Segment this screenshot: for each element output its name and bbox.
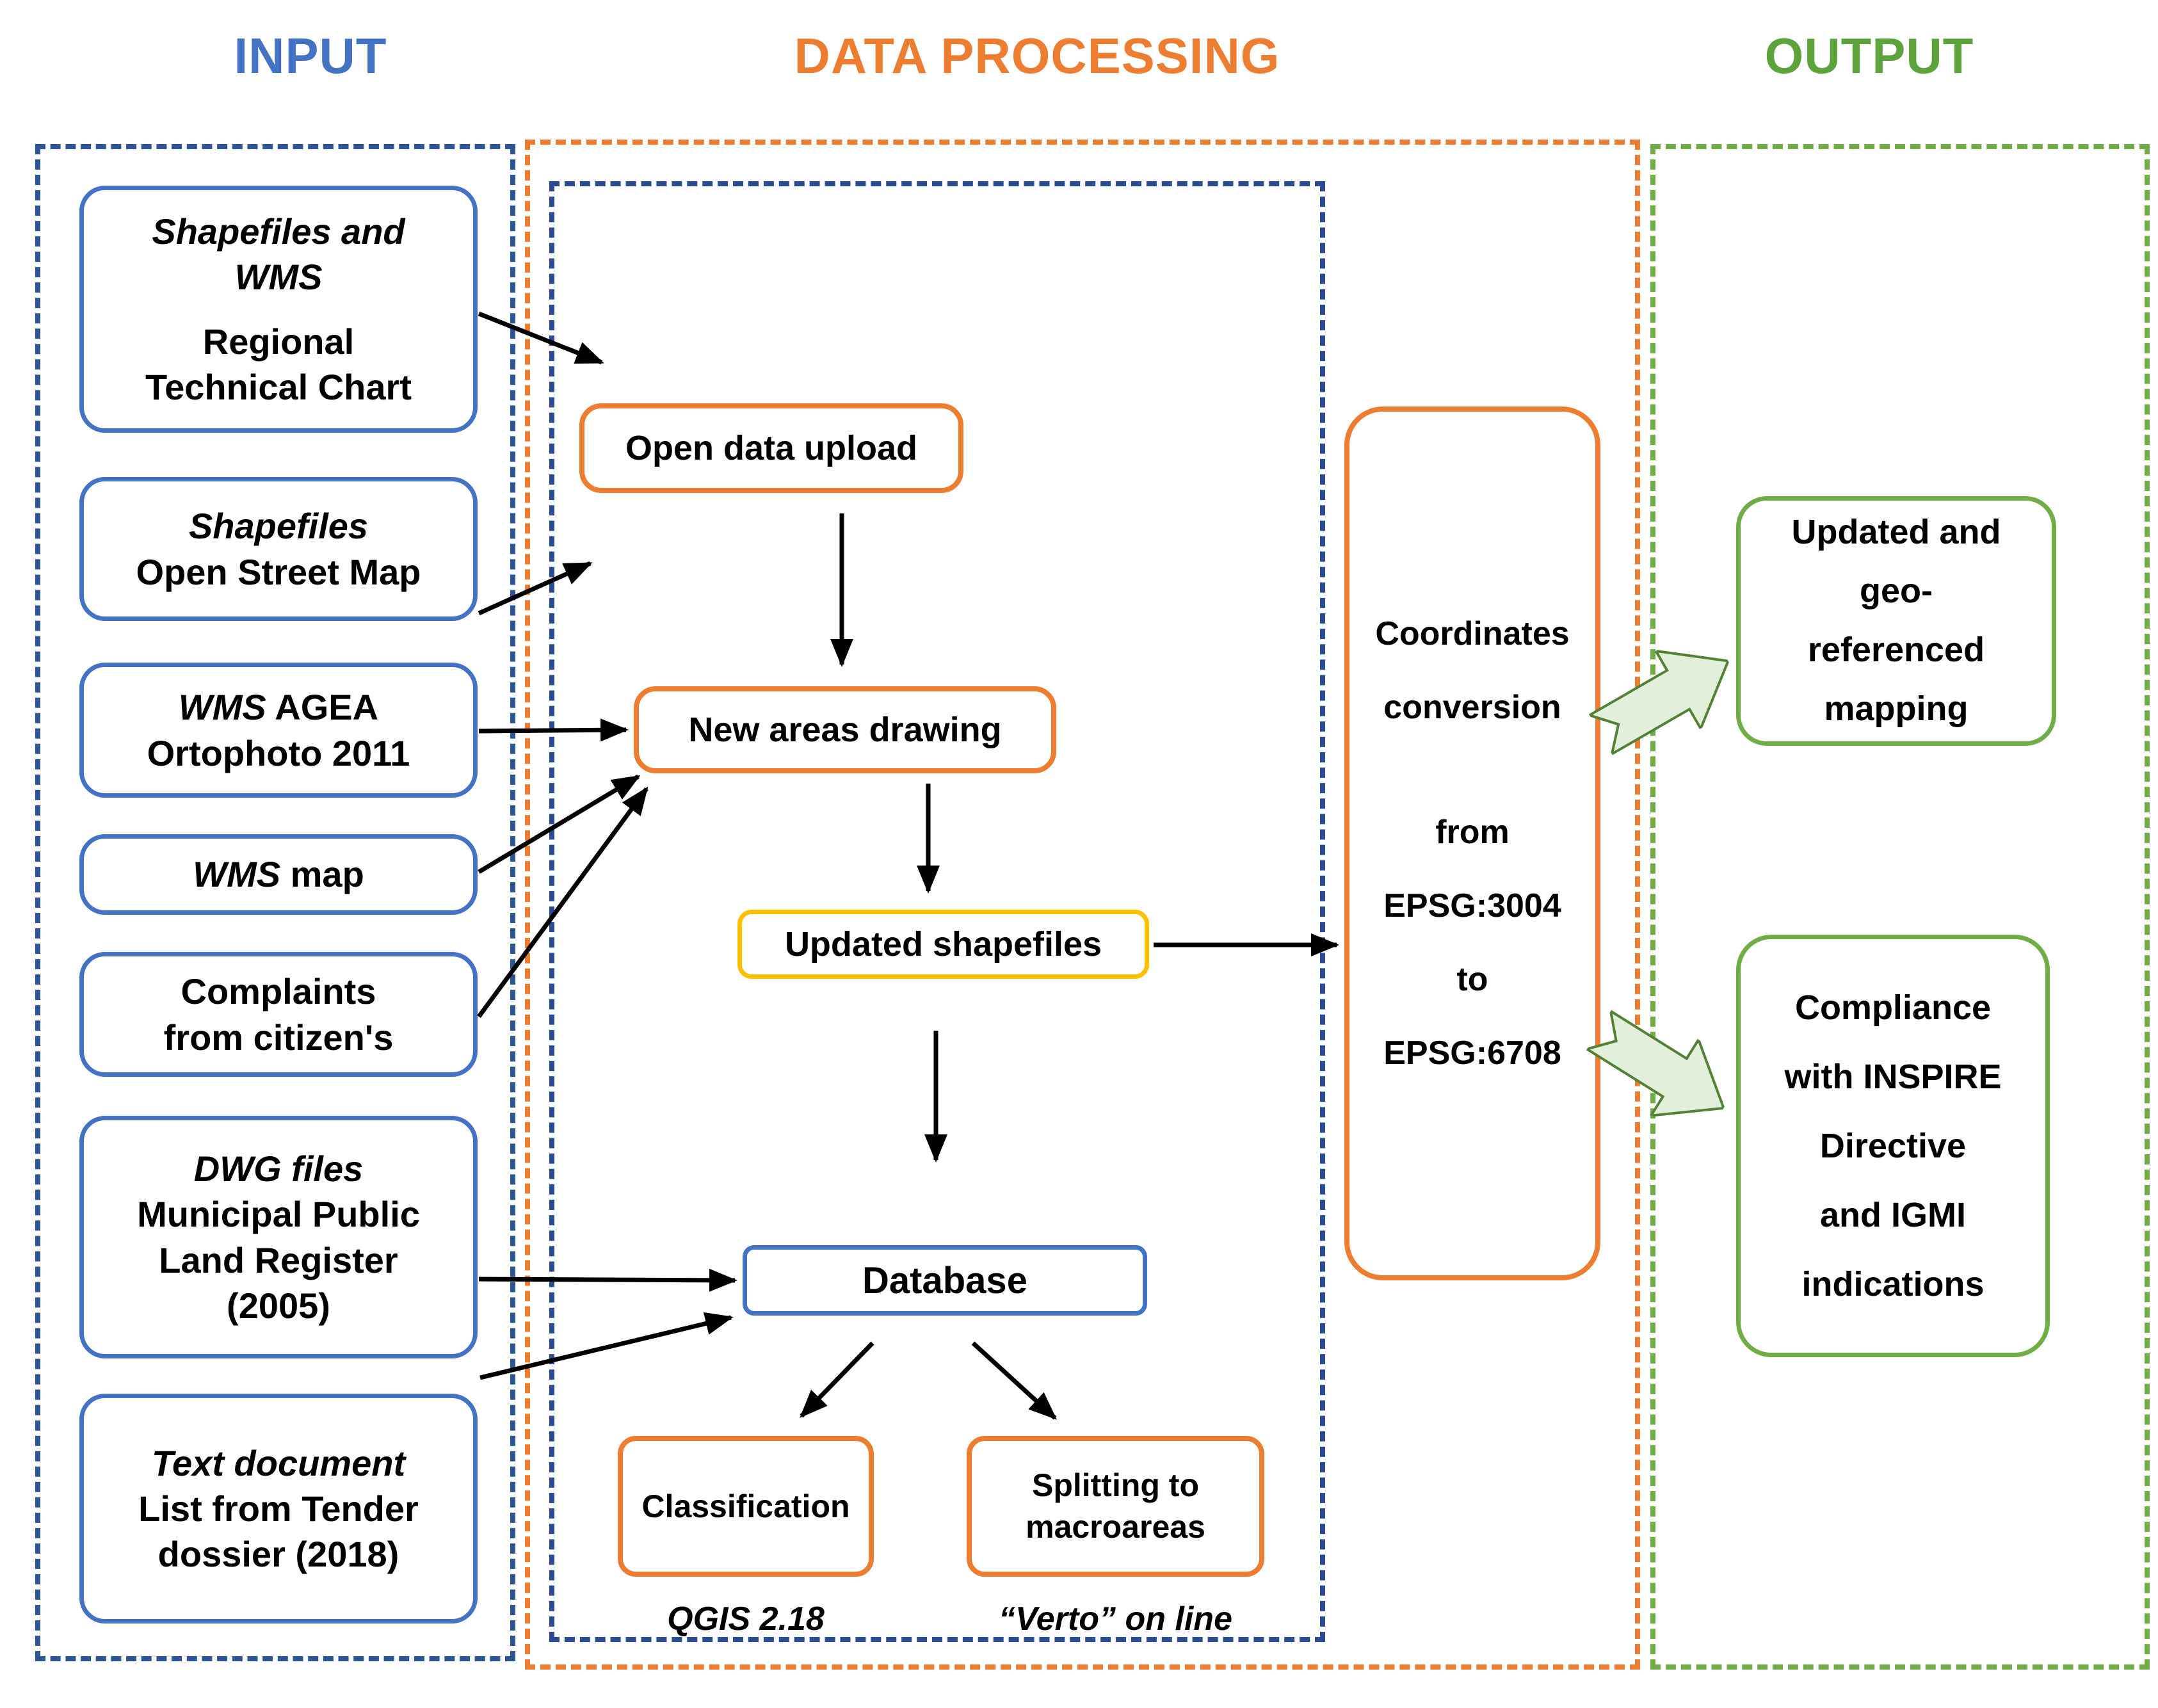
input-box-title: DWG files	[193, 1148, 364, 1189]
coordinates-conversion-lines: from EPSG:3004 to EPSG:6708	[1349, 796, 1595, 1090]
input-box-agea-ortophoto: WMS AGEA Ortophoto 2011	[79, 663, 478, 798]
input-box-regional-technical-chart: Shapefiles and WMS Regional Technical Ch…	[79, 186, 478, 433]
column-header-data-processing: DATA PROCESSING	[794, 28, 1280, 84]
process-box-label: Open data upload	[625, 428, 918, 467]
process-box-updated-shapefiles: Updated shapefiles	[737, 910, 1149, 979]
input-box-text-rest: map	[280, 854, 364, 895]
input-box-wms-map: WMS map	[79, 834, 478, 915]
input-box-text-rest: AGEA Ortophoto 2011	[147, 687, 410, 773]
process-box-classification: Classification	[618, 1436, 874, 1577]
output-region-border	[1650, 144, 2150, 1670]
coordinates-conversion-title: Coordinates conversion	[1375, 615, 1570, 726]
input-box-title: Text document	[151, 1442, 406, 1483]
input-box-text: Municipal Public Land Register (2005)	[137, 1194, 420, 1326]
input-box-text: List from Tender dossier (2018)	[138, 1488, 419, 1575]
output-box-inspire-compliance: Compliance with INSPIRE Directive and IG…	[1736, 935, 2050, 1357]
input-box-text: Regional Technical Chart	[145, 321, 412, 408]
input-box-text: WMS map	[193, 851, 364, 897]
process-box-label: Classification	[641, 1488, 850, 1524]
input-box-open-street-map: Shapefiles Open Street Map	[79, 477, 478, 621]
input-box-tender-dossier: Text document List from Tender dossier (…	[79, 1394, 478, 1623]
process-box-label: New areas drawing	[688, 710, 1002, 749]
process-box-splitting-macroareas: Splitting to macroareas	[967, 1436, 1264, 1577]
output-box-text: Compliance with INSPIRE Directive and IG…	[1784, 988, 2002, 1303]
output-box-georeferenced-mapping: Updated and geo- referenced mapping	[1736, 496, 2056, 746]
coordinates-conversion-box: Coordinates conversion from EPSG:3004 to…	[1344, 407, 1600, 1280]
label-classification-tool: QGIS 2.18	[667, 1600, 825, 1638]
process-box-label: Updated shapefiles	[784, 925, 1102, 963]
input-box-title: Shapefiles and WMS	[152, 211, 405, 297]
input-box-text: WMS AGEA Ortophoto 2011	[147, 684, 410, 775]
label-splitting-tool: “Verto” on line	[999, 1600, 1232, 1638]
coordinates-from-label: from	[1435, 814, 1510, 851]
input-box-complaints: Complaints from citizen's	[79, 952, 478, 1077]
input-box-dwg-land-register: DWG files Municipal Public Land Register…	[79, 1116, 478, 1358]
process-box-new-areas-drawing: New areas drawing	[634, 686, 1056, 773]
input-box-text: Open Street Map	[136, 551, 421, 592]
coordinates-target-epsg: EPSG:6708	[1383, 1035, 1561, 1072]
input-box-text: Complaints from citizen's	[163, 971, 394, 1058]
input-box-title: Shapefiles	[188, 506, 369, 547]
output-box-text: Updated and geo- referenced mapping	[1791, 513, 2001, 728]
input-box-title: WMS	[178, 687, 266, 728]
coordinates-source-epsg: EPSG:3004	[1383, 887, 1561, 924]
column-header-output: OUTPUT	[1764, 28, 1974, 84]
process-box-label: Splitting to macroareas	[1026, 1467, 1205, 1545]
coordinates-to-label: to	[1456, 961, 1488, 998]
process-box-database: Database	[743, 1245, 1147, 1316]
process-box-label: Database	[862, 1259, 1027, 1301]
column-header-input: INPUT	[234, 28, 387, 84]
input-box-title: WMS	[193, 854, 281, 895]
process-box-open-data-upload: Open data upload	[579, 403, 963, 493]
